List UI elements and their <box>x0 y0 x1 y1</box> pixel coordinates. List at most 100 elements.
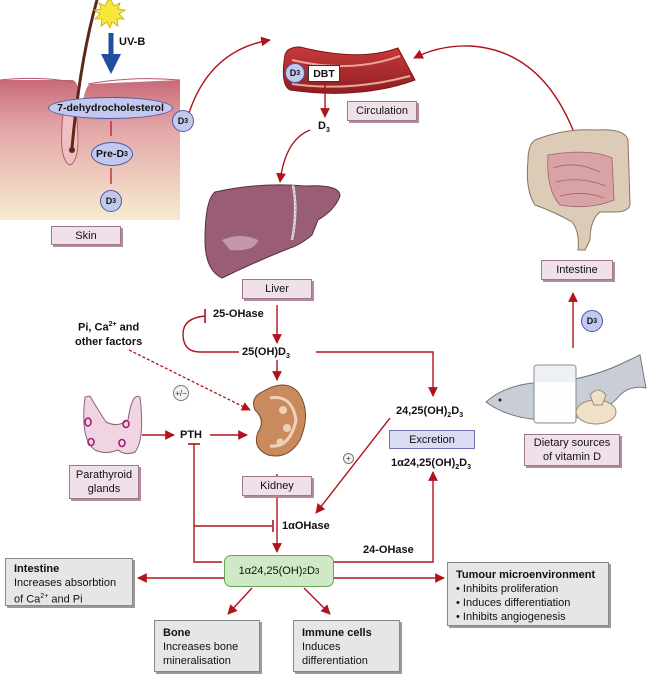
superscript: 2+ <box>108 321 117 328</box>
effect-line: Increases bone <box>163 641 239 653</box>
text: of Ca <box>14 593 41 606</box>
arrow-intestine-to-circulation <box>413 45 574 131</box>
subscript: 3 <box>459 412 464 420</box>
feedback-inhibition-25ohase <box>182 315 239 353</box>
molecule-label: Pre-D <box>96 148 125 160</box>
molecule-label: D <box>105 196 113 206</box>
label-skin: Skin <box>51 226 121 245</box>
effect-line: mineralisation <box>163 655 231 667</box>
arrow-regulators-to-kidney <box>128 349 251 411</box>
subscript: 3 <box>593 317 598 325</box>
label-text: Liver <box>265 283 289 295</box>
label-dietary-sources: Dietary sources of vitamin D <box>524 434 620 466</box>
d3-released: D3 <box>318 120 330 137</box>
feedback-inhibition-pth <box>193 444 222 563</box>
skin-illustration <box>0 0 181 220</box>
subscript: 3 <box>286 353 290 361</box>
molecule-label: D <box>586 316 594 326</box>
label-excretion: Excretion <box>389 430 475 449</box>
subscript: 2 <box>447 412 452 420</box>
arrow-skin-to-circulation <box>188 36 271 114</box>
subscript: 2 <box>455 464 460 472</box>
molecule-label: D <box>318 120 326 132</box>
label-text: Excretion <box>409 433 455 446</box>
enzyme-24-ohase: 24-OHase <box>363 544 414 556</box>
subscript: 3 <box>467 464 471 472</box>
sun-icon <box>92 0 127 30</box>
sign-text: +/− <box>175 388 187 398</box>
molecule-7-dehydrocholesterol: 7-dehydrocholesterol <box>48 97 173 119</box>
label-text: DBT <box>313 67 335 80</box>
parathyroid-illustration <box>83 395 143 455</box>
uvb-label: UV-B <box>119 36 146 48</box>
label-text: Skin <box>75 229 97 242</box>
label-parathyroid-glands: Parathyroid glands <box>69 465 139 499</box>
label-text: Dietary sources <box>533 437 611 449</box>
molecule-label: 1α24,25(OH) <box>238 565 303 577</box>
arrow-active-to-immune <box>303 587 331 615</box>
arrow-circulation-to-liver <box>276 129 311 183</box>
regulators-label: Pi, Ca2+ and other factors <box>75 318 142 349</box>
label-text: glands <box>87 483 121 495</box>
subscript: 3 <box>124 150 128 158</box>
subscript: 3 <box>296 69 301 77</box>
effect-line: Induces <box>302 641 341 653</box>
arrow-active-to-1a2425 <box>333 471 438 563</box>
label-text: Circulation <box>356 105 408 117</box>
text: and Pi <box>48 593 83 606</box>
molecule-label: D <box>177 116 185 126</box>
molecule-label: 25(OH)D <box>242 346 287 358</box>
intestine-illustration <box>526 129 631 251</box>
arrow-25ohd3-to-2425 <box>316 351 438 397</box>
binding-protein-dbt: DBT <box>308 65 340 82</box>
subscript: 3 <box>314 566 320 576</box>
label-text: Parathyroid <box>75 469 133 481</box>
enzyme-25-ohase: 25-OHase <box>213 308 264 320</box>
effect-title: Bone <box>163 627 191 639</box>
text: Pi, Ca <box>78 321 109 334</box>
label-intestine-organ: Intestine <box>541 260 613 280</box>
text: and <box>116 321 140 334</box>
effect-box-intestine: Intestine Increases absorbtion of Ca2+ a… <box>5 558 133 606</box>
molecule-label: D <box>451 405 460 417</box>
effect-line: differentiation <box>302 655 368 667</box>
subscript: 3 <box>184 117 189 125</box>
molecule-label: D <box>459 457 468 469</box>
effect-box-immune-cells: Immune cells Induces differentiation <box>293 620 400 672</box>
effect-box-bone: Bone Increases bone mineralisation <box>154 620 260 672</box>
metabolite-2425ohd3: 24,25(OH)2D3 <box>396 405 463 422</box>
molecule-label: 1α24,25(OH) <box>391 457 456 469</box>
text: other factors <box>75 335 143 348</box>
subscript: 3 <box>325 127 330 135</box>
metabolite-25ohd3: 25(OH)D3 <box>242 346 290 363</box>
effect-title: Intestine <box>14 563 60 575</box>
sign-plus: + <box>343 453 354 464</box>
molecule-label: 24,25(OH) <box>396 405 448 417</box>
effect-bullet: • Induces differentiation <box>456 597 571 609</box>
metabolite-1a2425ohd3: 1α24,25(OH)2D3 <box>391 457 471 474</box>
dietary-sources-illustration <box>485 354 647 425</box>
liver-illustration <box>204 184 341 279</box>
enzyme-1a-ohase: 1αOHase <box>282 520 330 532</box>
hormone-pth: PTH <box>180 429 202 441</box>
effect-line: of Ca2+ and Pi <box>14 590 124 607</box>
label-text: of vitamin D <box>542 451 602 463</box>
subscript: 3 <box>112 197 117 205</box>
kidney-illustration <box>253 384 306 457</box>
effect-title: Tumour microenvironment <box>456 569 596 581</box>
sign-text: + <box>346 454 351 463</box>
hair-icon <box>70 0 99 149</box>
effect-bullet: • Inhibits angiogenesis <box>456 611 566 623</box>
effect-title: Immune cells <box>302 627 372 639</box>
label-liver: Liver <box>242 279 312 299</box>
sign-plus-minus: +/− <box>173 385 189 401</box>
effect-bullet: • Inhibits proliferation <box>456 583 559 595</box>
molecule-label: D <box>289 68 297 78</box>
label-text: Kidney <box>260 480 294 492</box>
